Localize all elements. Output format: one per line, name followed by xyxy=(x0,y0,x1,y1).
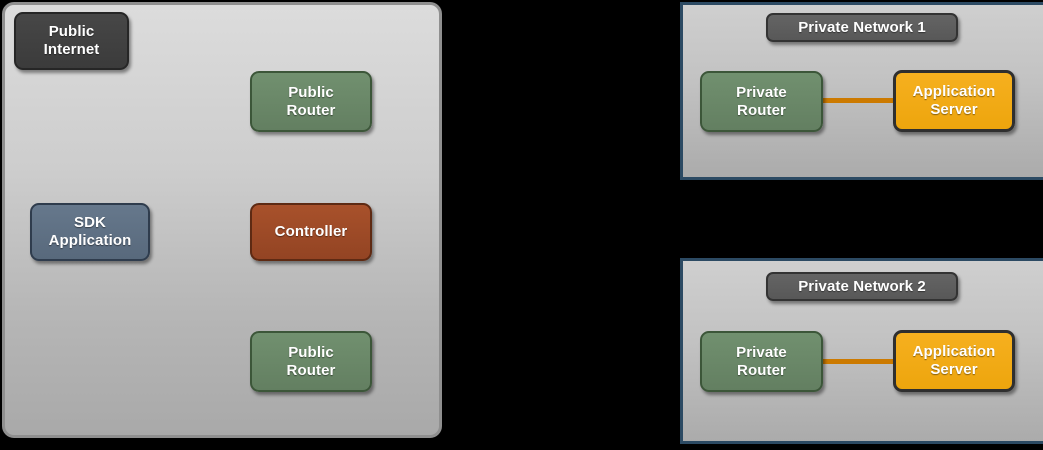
link-private-router-2-to-application-server-2 xyxy=(818,359,900,364)
node-controller[interactable]: Controller xyxy=(250,203,372,261)
node-controller-label: Controller xyxy=(274,223,348,241)
node-application-server-2[interactable]: Application Server xyxy=(893,330,1015,392)
node-public-router-bottom[interactable]: Public Router xyxy=(250,331,372,392)
node-sdk-application-label: SDK Application xyxy=(48,214,132,249)
node-public-internet[interactable]: Public Internet xyxy=(14,12,129,70)
node-private-router-1-label: Private Router xyxy=(736,83,787,119)
link-private-router-1-to-application-server-1 xyxy=(818,98,900,103)
node-sdk-application[interactable]: SDK Application xyxy=(30,203,150,261)
private-network-1-title-label: Private Network 1 xyxy=(798,18,926,36)
node-application-server-1-label: Application Server xyxy=(912,83,996,118)
node-public-router-top-label: Public Router xyxy=(286,83,336,119)
node-application-server-1[interactable]: Application Server xyxy=(893,70,1015,132)
private-network-2-title-label: Private Network 2 xyxy=(798,277,926,295)
node-private-router-1[interactable]: Private Router xyxy=(700,71,823,132)
node-application-server-2-label: Application Server xyxy=(912,343,996,378)
private-network-1-title-badge: Private Network 1 xyxy=(766,13,958,42)
node-public-internet-label: Public Internet xyxy=(43,23,100,58)
node-public-router-bottom-label: Public Router xyxy=(286,343,336,379)
private-network-2-title-badge: Private Network 2 xyxy=(766,272,958,301)
node-private-router-2-label: Private Router xyxy=(736,343,787,379)
node-private-router-2[interactable]: Private Router xyxy=(700,331,823,392)
node-public-router-top[interactable]: Public Router xyxy=(250,71,372,132)
